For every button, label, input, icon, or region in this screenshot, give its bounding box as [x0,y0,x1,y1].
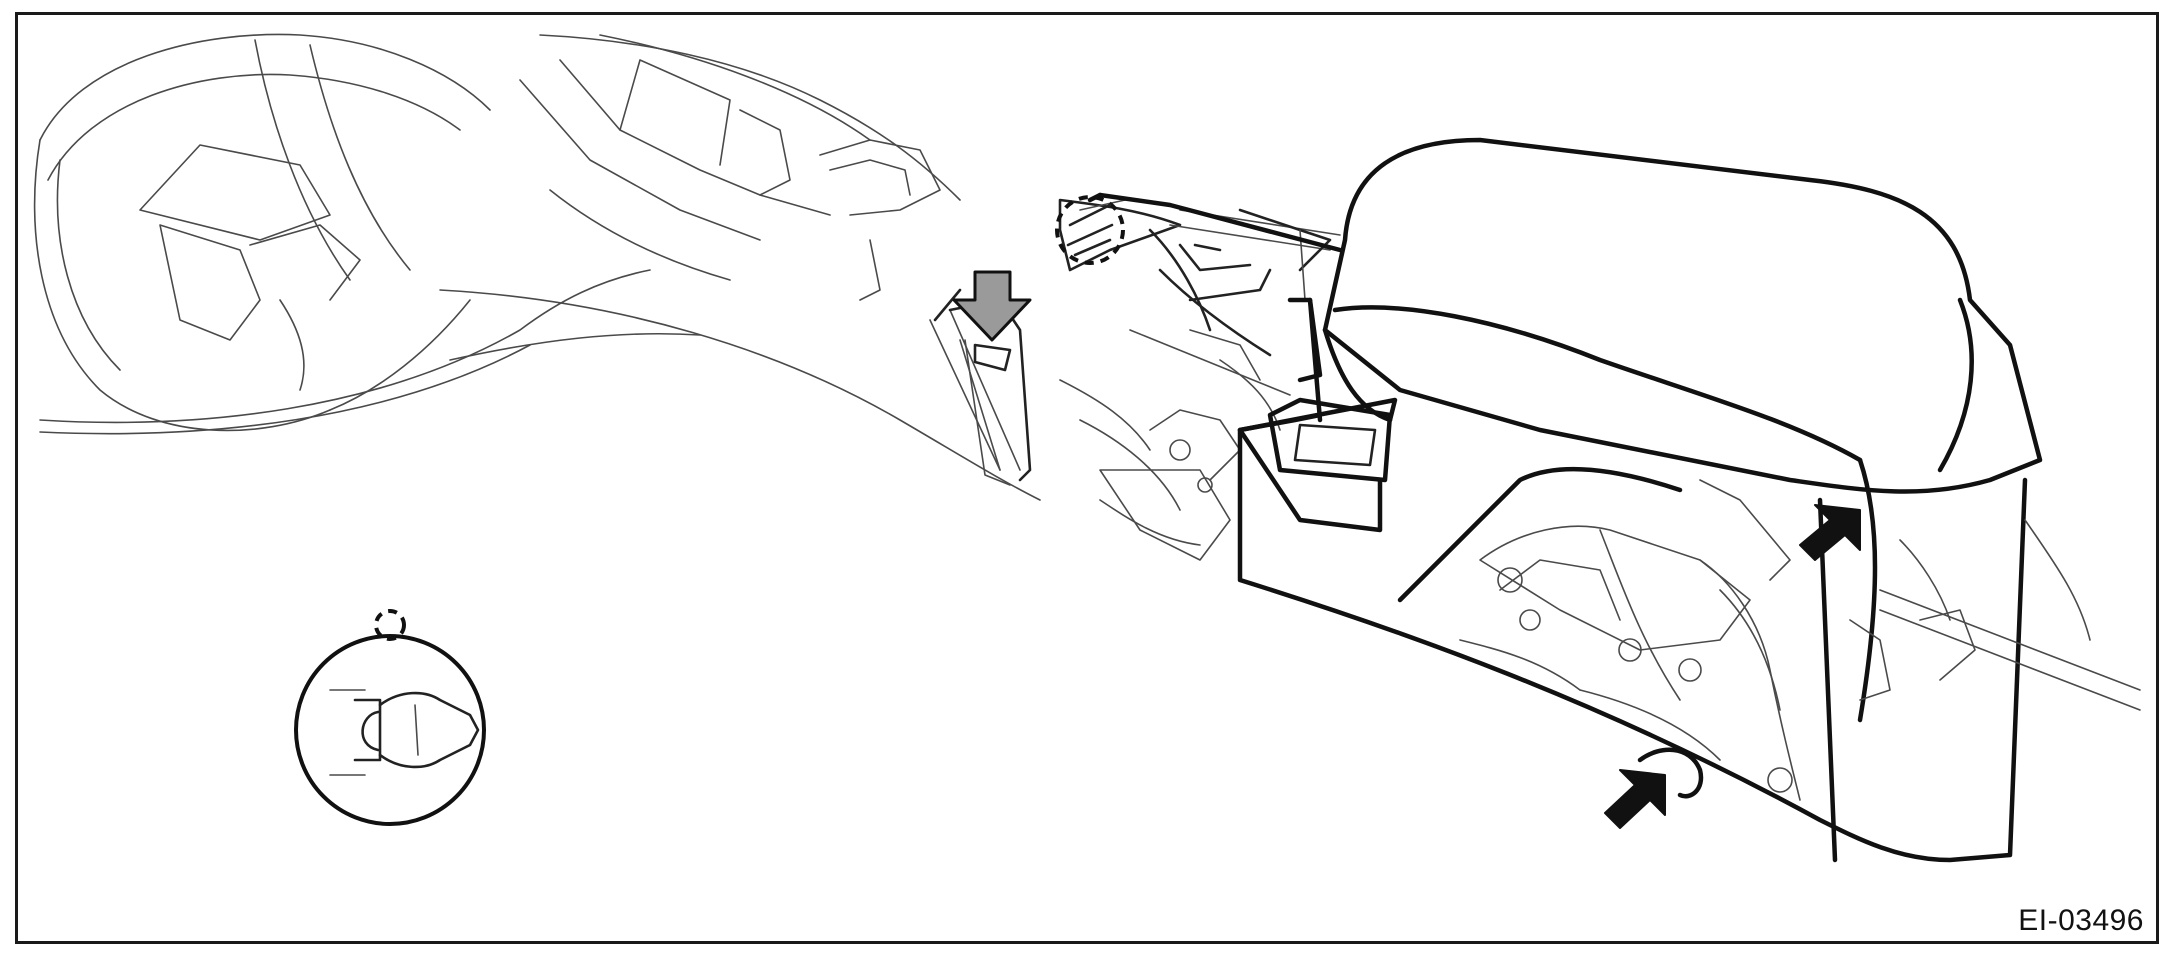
dashboard-lines [39,34,1041,501]
down-arrow-gray-icon [952,270,1032,471]
center-console-box [1237,137,2043,863]
steering-wheel-icon [33,33,491,432]
console-internal-details [1459,479,2141,801]
clip-location-marker [1055,195,1125,265]
figure-id-label: EI-03496 [2018,904,2144,937]
figure-frame [15,12,2159,944]
push-clip-detail-icon [294,609,486,826]
solid-arrow-black-icon-lower [1604,747,1704,829]
upper-console-trim [1087,192,1343,383]
solid-arrow-black-icon-upper [1799,504,1861,561]
front-trim-panel [933,198,1341,482]
center-tunnel-lines [929,309,1281,561]
